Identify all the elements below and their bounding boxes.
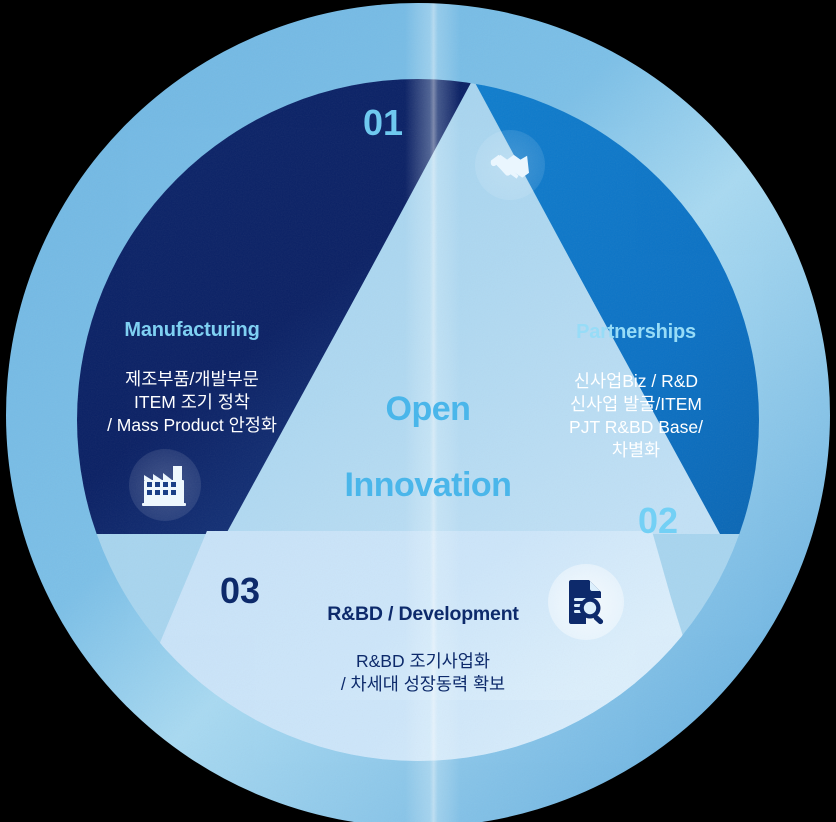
factory-icon	[129, 449, 201, 521]
handshake-icon	[475, 130, 545, 200]
document-search-icon	[548, 564, 624, 640]
